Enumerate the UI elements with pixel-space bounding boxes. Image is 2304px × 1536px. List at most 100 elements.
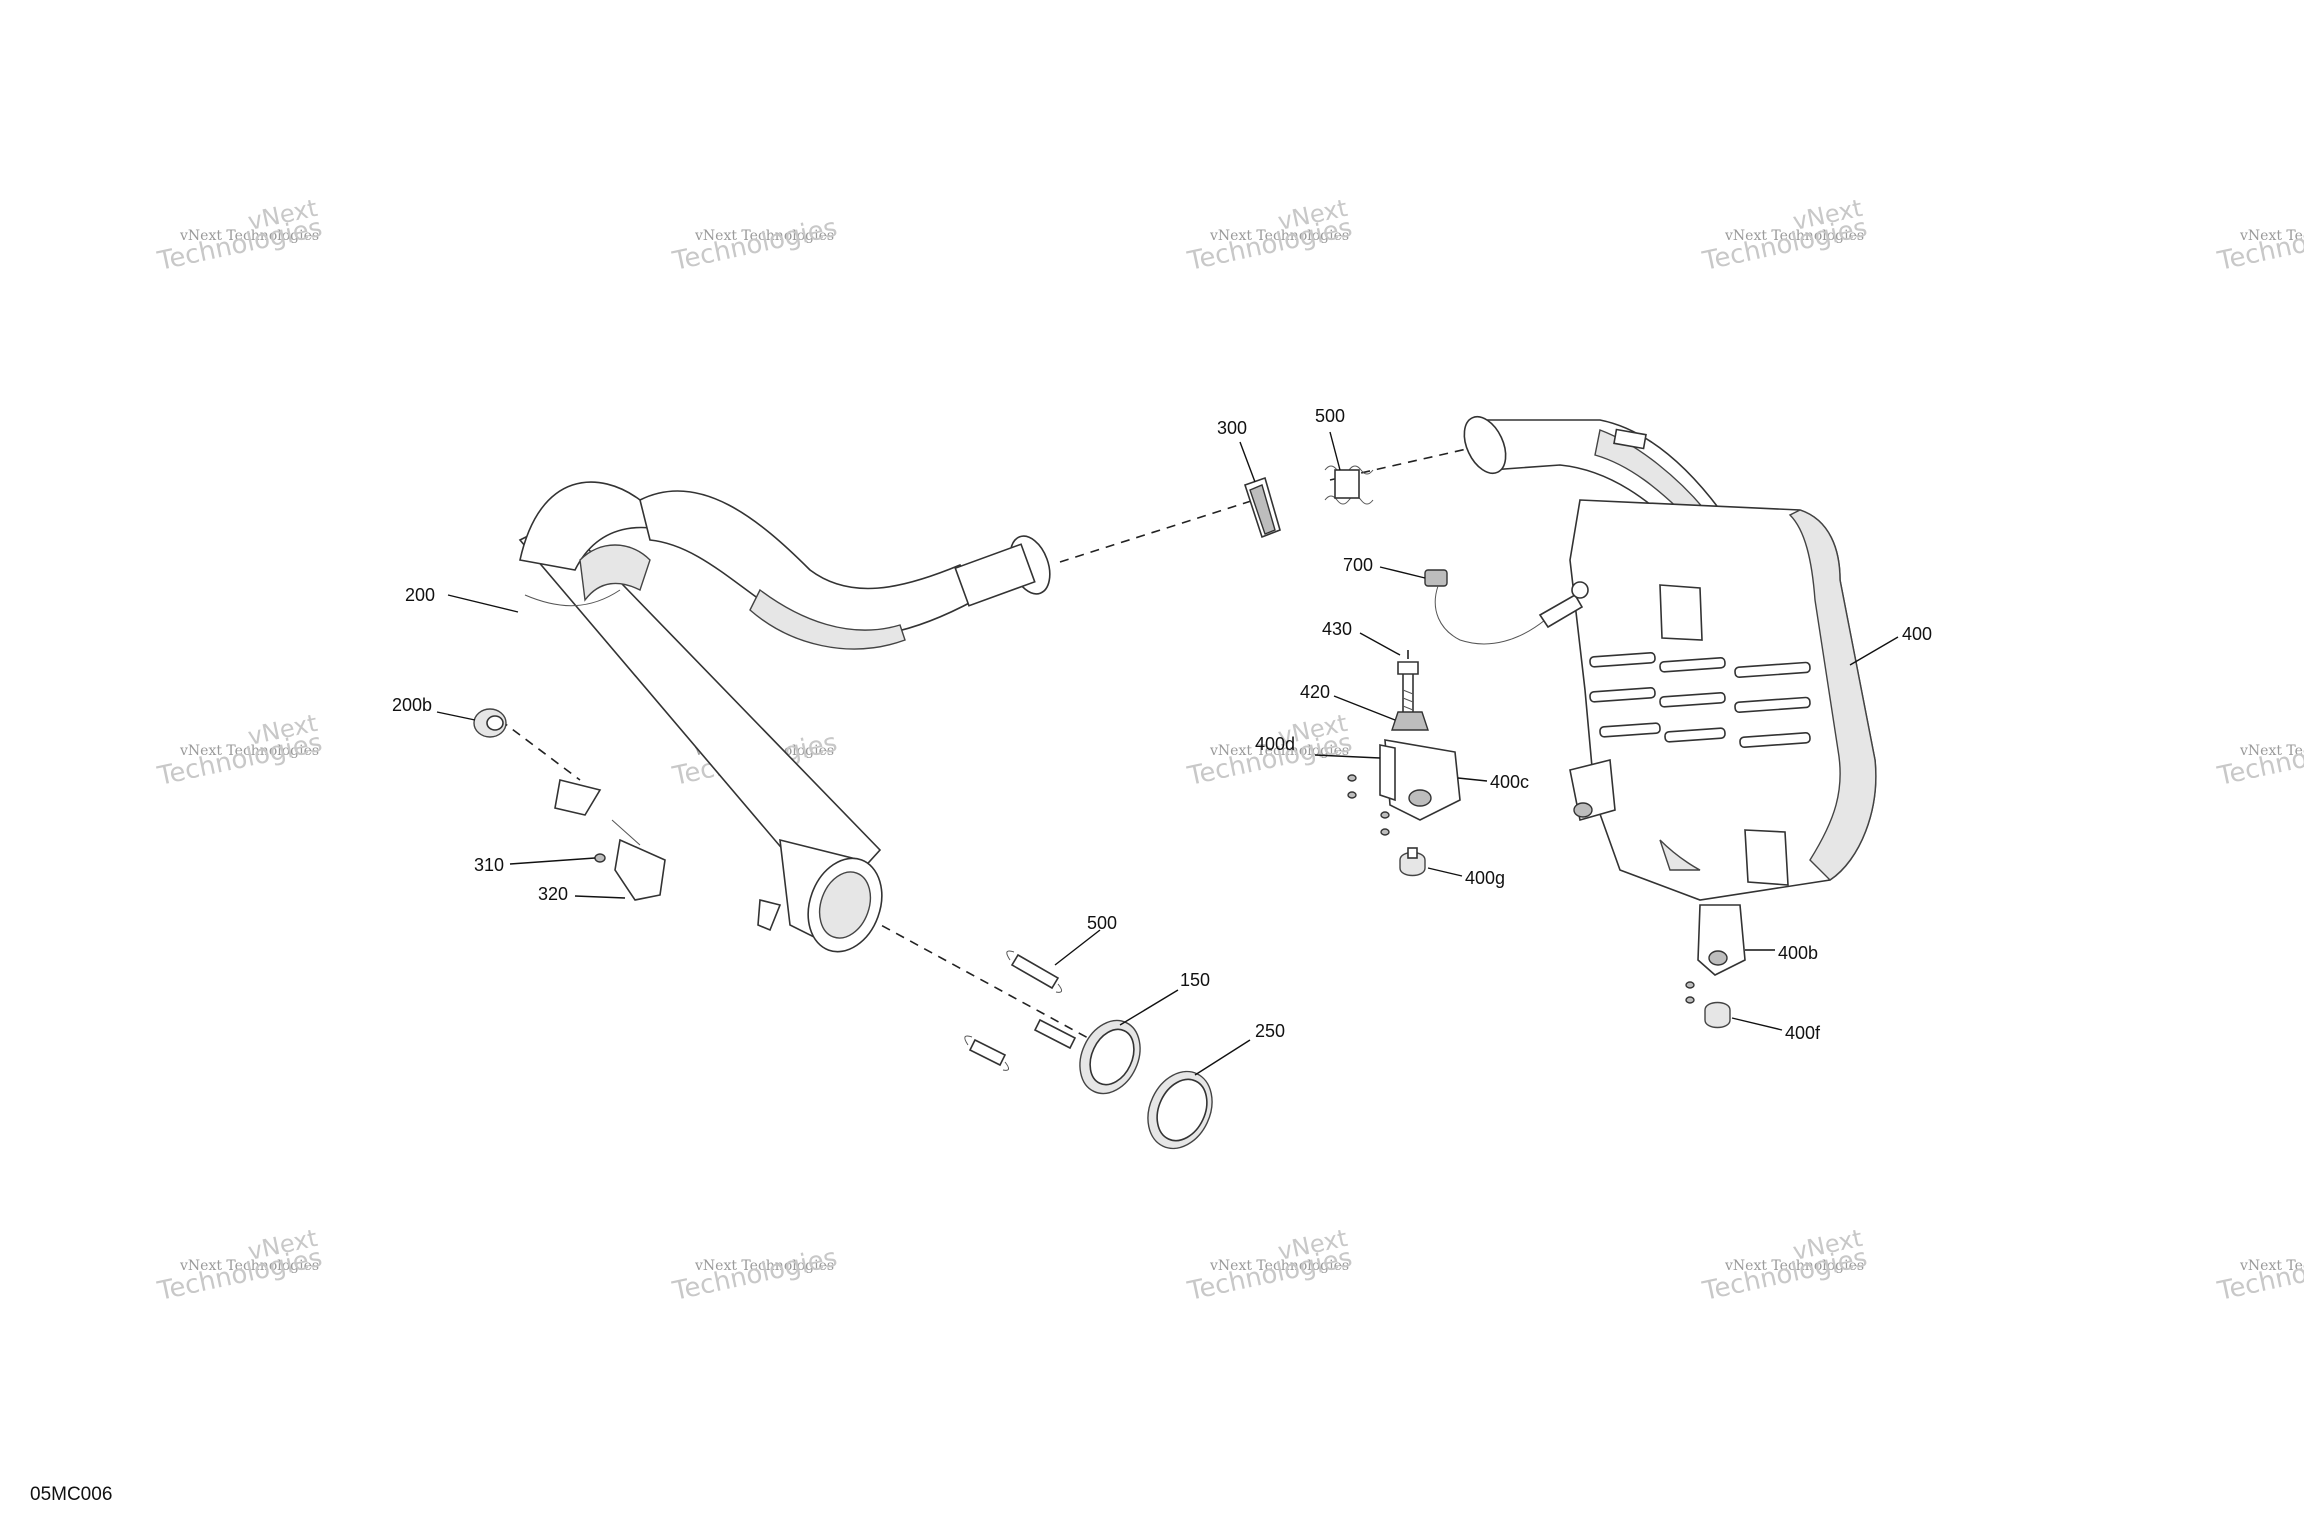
svg-text:vNext Technologies: vNext Technologies: [1209, 1258, 1349, 1274]
muffler-body-shade: [1788, 509, 1877, 881]
leader-420: [1333, 695, 1396, 721]
leader-150: [1119, 989, 1179, 1026]
watermark: vNext Technologies Technologies: [2214, 213, 2304, 277]
muffler-upper-bracket: [1659, 584, 1703, 641]
leader-430: [1359, 632, 1401, 656]
assembly-line-pipe-to-muffler: [1059, 494, 1271, 563]
bracket-400c-400d: [1347, 739, 1461, 836]
svg-text:vNext Technologies: vNext Technologies: [1209, 228, 1349, 244]
pipe-spring-hook: [757, 898, 782, 932]
springs-500-bottom: [964, 950, 1077, 1071]
drawing-code: 05MC006: [30, 1484, 113, 1505]
spacer-420: [1391, 711, 1429, 731]
spring-top-clip: [1334, 469, 1360, 499]
pipe-upper-shade: [749, 588, 906, 650]
gasket-300: [1243, 476, 1281, 539]
watermark: vNext Technologies Technologies vNext: [1699, 1224, 1870, 1307]
callout-400: 400: [1902, 624, 1932, 644]
svg-text:vNext Technologies: vNext Technologies: [694, 228, 834, 244]
pipe-bracket: [554, 779, 602, 816]
pipe-lower-body: [518, 519, 882, 907]
ring-150-inner: [1089, 1028, 1135, 1086]
spring-bottom-2-body: [1033, 1018, 1077, 1050]
svg-text:vNext Technologies: vNext Technologies: [1724, 1258, 1864, 1274]
watermark: vNext Technologies Technologies vNext: [154, 709, 325, 792]
leader-500-top: [1329, 431, 1341, 471]
assembly-line-pipe-to-ring: [867, 917, 1111, 1051]
leader-250: [1194, 1039, 1251, 1076]
bracket-400c-plate: [1384, 739, 1461, 821]
leader-200b: [436, 711, 476, 721]
callout-400f: 400f: [1785, 1023, 1821, 1043]
bolt-head: [1397, 661, 1419, 675]
spring-top-2: [1324, 495, 1374, 505]
sensor-wire: [1434, 585, 1546, 645]
watermark: vNext Technologies Technologies vNext: [154, 1224, 325, 1307]
bracket-stud: [611, 819, 641, 846]
svg-text:vNext Technologies: vNext Technologies: [694, 1258, 834, 1274]
pipe-bend-shade: [579, 544, 651, 602]
sensor-body: [1538, 593, 1584, 629]
bracket-screw: [1380, 828, 1390, 836]
leader-400: [1849, 636, 1899, 666]
callout-400b: 400b: [1778, 943, 1818, 963]
muffler-400: [1463, 415, 1877, 901]
spring-bottom-1-hooks: [1006, 950, 1062, 993]
muffler-lower-bracket: [1744, 829, 1789, 886]
leader-300: [1239, 441, 1256, 483]
pipe-inlet-inner: [818, 871, 872, 939]
leader-310: [509, 857, 596, 865]
svg-text:Technologies: Technologies: [669, 213, 840, 277]
watermark: vNext Technologies Technologies vNext: [1184, 1224, 1355, 1307]
bracket-400b-hole: [1708, 950, 1728, 966]
bracket-mount-hole: [1408, 789, 1432, 807]
rubber-mount-400g: [1399, 847, 1426, 877]
callout-420: 420: [1300, 682, 1330, 702]
bracket-screw: [1380, 811, 1390, 819]
spring-bottom-3-body: [968, 1038, 1007, 1067]
spacer-body: [1391, 711, 1429, 731]
ring-150: [1079, 1019, 1141, 1095]
sensor-connector: [1424, 569, 1448, 587]
svg-text:vNext Technologies: vNext Technologies: [2239, 743, 2304, 759]
grommet-200b: [473, 708, 507, 738]
callout-430: 430: [1322, 619, 1352, 639]
svg-text:Technologies: Technologies: [2214, 213, 2304, 277]
svg-text:Technologies: Technologies: [669, 1243, 840, 1307]
leader-320: [574, 895, 626, 899]
screw-310: [594, 853, 606, 863]
leader-400f: [1731, 1017, 1783, 1031]
watermark: vNext Technologies Technologies: [2214, 728, 2304, 792]
pipe-outlet-sleeve: [954, 543, 1036, 607]
muffler-foot-left-mount: [1573, 802, 1593, 818]
exhaust-pipe-200: [518, 481, 1051, 953]
bolt-thread: [1402, 689, 1414, 719]
ring-250-inner: [1156, 1078, 1208, 1142]
ring-250: [1147, 1070, 1213, 1150]
callout-300: 300: [1217, 418, 1247, 438]
spring-bottom-1-body: [1010, 953, 1060, 990]
svg-text:vNext Technologies: vNext Technologies: [2239, 228, 2304, 244]
watermark: vNext Technologies Technologies: [669, 1243, 840, 1307]
assembly-line-grommet: [499, 719, 581, 781]
bracket-plate: [614, 838, 666, 901]
watermark: vNext Technologies Technologies: [2214, 1243, 2304, 1307]
screw-head: [594, 853, 606, 863]
bracket-400d-plate: [1379, 744, 1396, 802]
leader-400c: [1457, 777, 1488, 782]
bracket-screw: [1347, 774, 1357, 782]
leader-200: [447, 594, 519, 613]
svg-text:vNext Technologies: vNext Technologies: [179, 1258, 319, 1274]
bracket-400b: [1685, 904, 1746, 1004]
leader-400g: [1427, 867, 1463, 877]
watermark: vNext Technologies Technologies vNext: [154, 194, 325, 277]
callout-200: 200: [405, 585, 435, 605]
callout-200b: 200b: [392, 695, 432, 715]
assembly-line-gasket-to-muffler: [1329, 445, 1481, 481]
leader-700: [1379, 566, 1426, 579]
rubber-mount-400f: [1704, 1001, 1731, 1029]
gasket-shade: [1249, 484, 1276, 535]
callout-leaders: [436, 431, 1899, 1076]
mount-400f-body: [1704, 1001, 1731, 1029]
bracket-320: [611, 819, 666, 901]
